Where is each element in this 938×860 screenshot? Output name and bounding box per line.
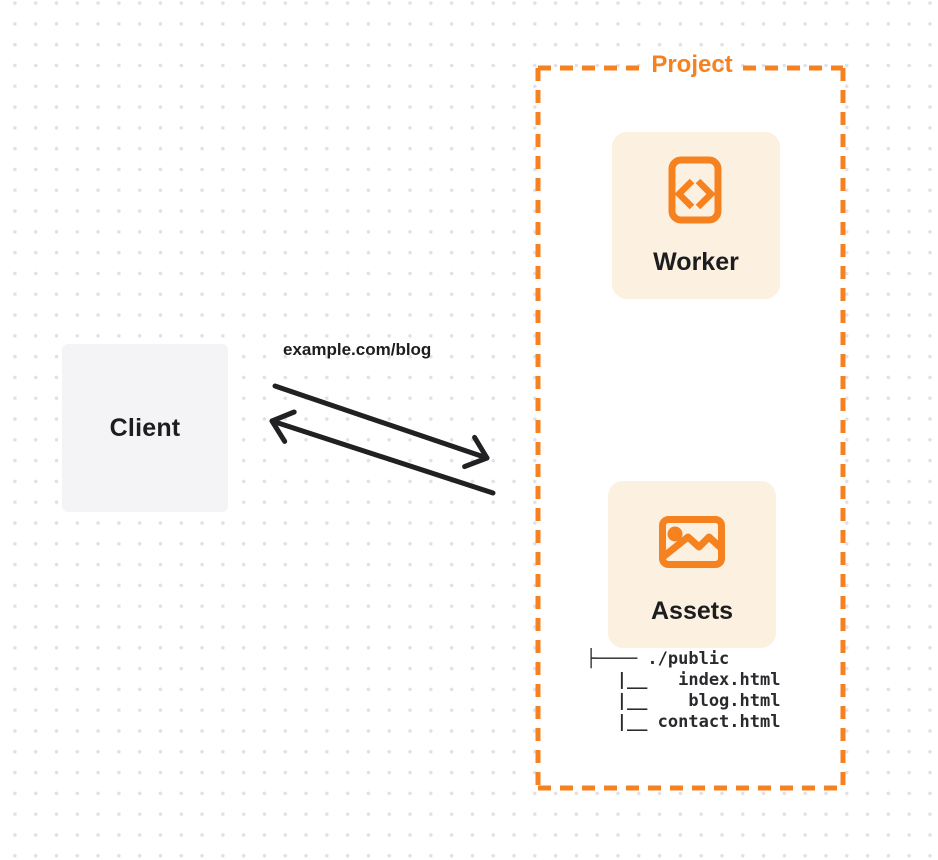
worker-card: Worker [612, 132, 780, 299]
request-arrow-line [272, 383, 490, 461]
assets-label: Assets [651, 597, 733, 625]
response-arrowhead [269, 409, 297, 444]
response-arrow-line [269, 418, 496, 496]
assets-card: Assets [608, 481, 776, 648]
request-url-label: example.com/blog [283, 340, 432, 359]
worker-label: Worker [653, 248, 739, 276]
image-icon [659, 516, 725, 568]
client-label: Client [109, 413, 181, 442]
client-box: Client [62, 344, 228, 512]
assets-file-tree: ├──── ./public |__ index.html |__ blog.h… [586, 649, 781, 732]
project-label: Project [651, 51, 733, 78]
code-document-icon [668, 156, 722, 224]
request-arrowhead [462, 434, 490, 470]
request-response-arrows [269, 383, 496, 496]
